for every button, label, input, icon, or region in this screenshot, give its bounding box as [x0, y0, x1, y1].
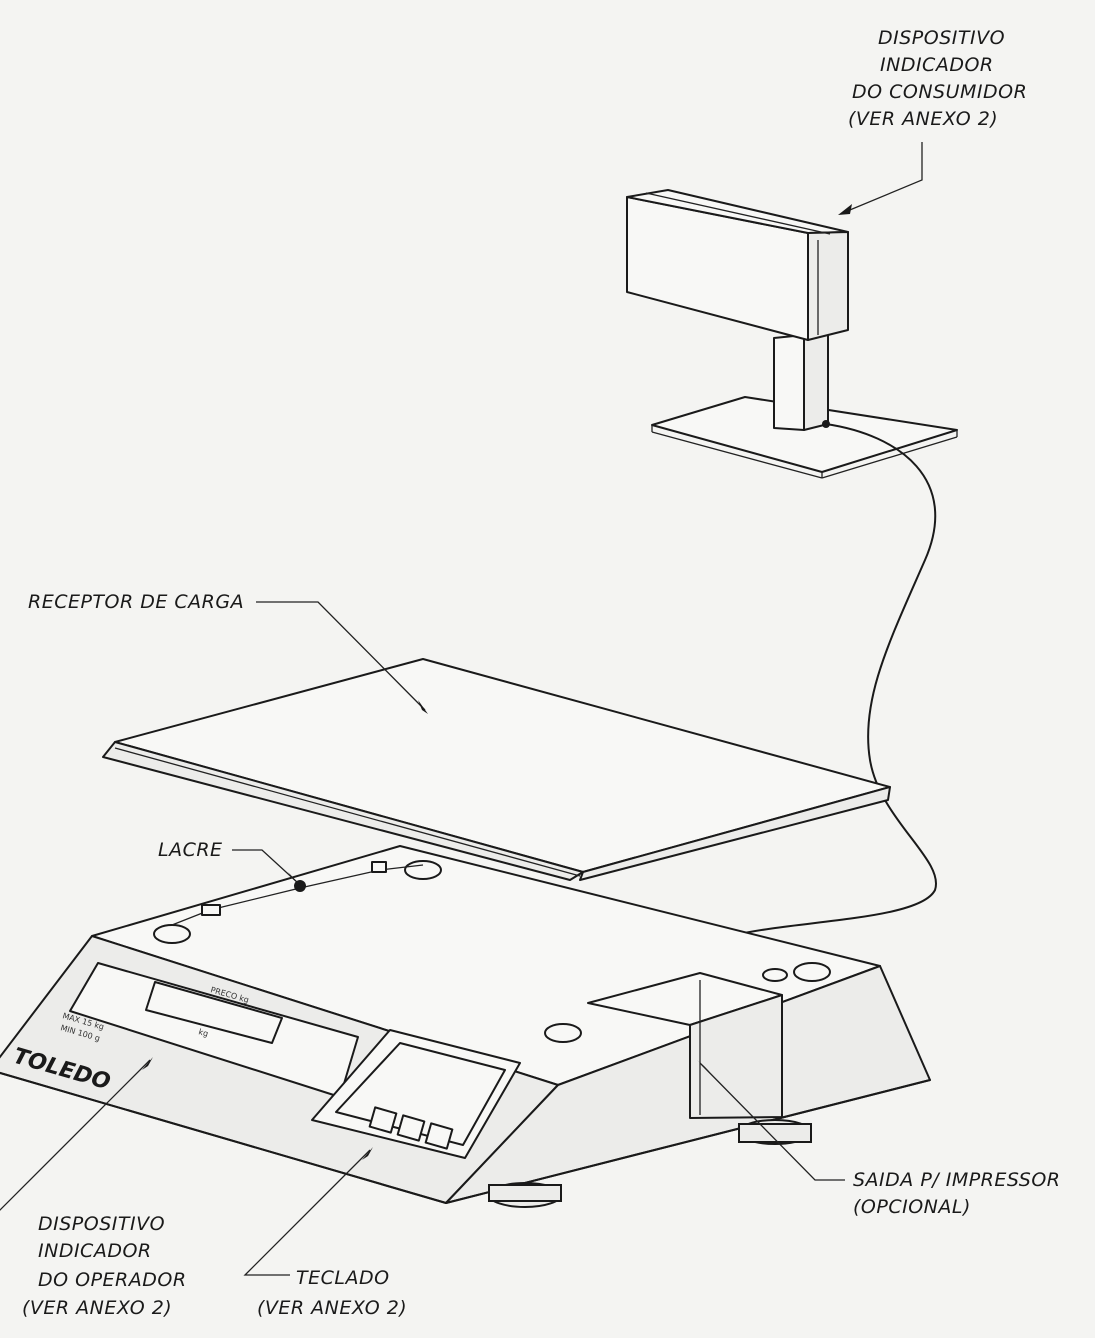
- key-1: [368, 1106, 398, 1134]
- svg-text:INDICADOR: INDICADOR: [38, 1240, 152, 1262]
- label-operator-display: DISPOSITIVO INDICADOR DO OPERADOR (VER A…: [22, 1213, 187, 1319]
- svg-text:(OPCIONAL): (OPCIONAL): [853, 1196, 971, 1218]
- display-unit: kg: [197, 1027, 209, 1038]
- label-printer-output: SAIDA P/ IMPRESSOR (OPCIONAL): [853, 1169, 1061, 1218]
- keyboard-panel: [311, 1029, 521, 1159]
- svg-text:(VER ANEXO 2): (VER ANEXO 2): [257, 1297, 407, 1319]
- seal-lacre-icon: [294, 880, 306, 892]
- load-receptor-platter: [102, 658, 891, 881]
- svg-text:(VER ANEXO 2): (VER ANEXO 2): [848, 108, 998, 130]
- label-load-receptor: RECEPTOR DE CARGA: [28, 591, 244, 613]
- svg-text:DO OPERADOR: DO OPERADOR: [38, 1269, 187, 1291]
- key-2: [396, 1114, 426, 1142]
- svg-text:INDICADOR: INDICADOR: [880, 54, 994, 76]
- svg-text:DISPOSITIVO: DISPOSITIVO: [878, 27, 1005, 49]
- leader-lines: [0, 142, 923, 1276]
- svg-text:DISPOSITIVO: DISPOSITIVO: [38, 1213, 165, 1235]
- consumer-display-unit: [626, 189, 958, 479]
- label-consumer-display: DISPOSITIVO INDICADOR DO CONSUMIDOR (VER…: [848, 27, 1027, 130]
- svg-text:TECLADO: TECLADO: [296, 1267, 390, 1289]
- svg-text:SAIDA P/ IMPRESSOR: SAIDA P/ IMPRESSOR: [853, 1169, 1061, 1191]
- display-pole: [773, 334, 805, 431]
- svg-text:DO CONSUMIDOR: DO CONSUMIDOR: [852, 81, 1027, 103]
- label-seal: LACRE: [158, 839, 223, 861]
- display-cable: [734, 423, 938, 936]
- label-keyboard: TECLADO (VER ANEXO 2): [257, 1267, 407, 1319]
- key-3: [424, 1122, 454, 1150]
- svg-text:(VER ANEXO 2): (VER ANEXO 2): [22, 1297, 172, 1319]
